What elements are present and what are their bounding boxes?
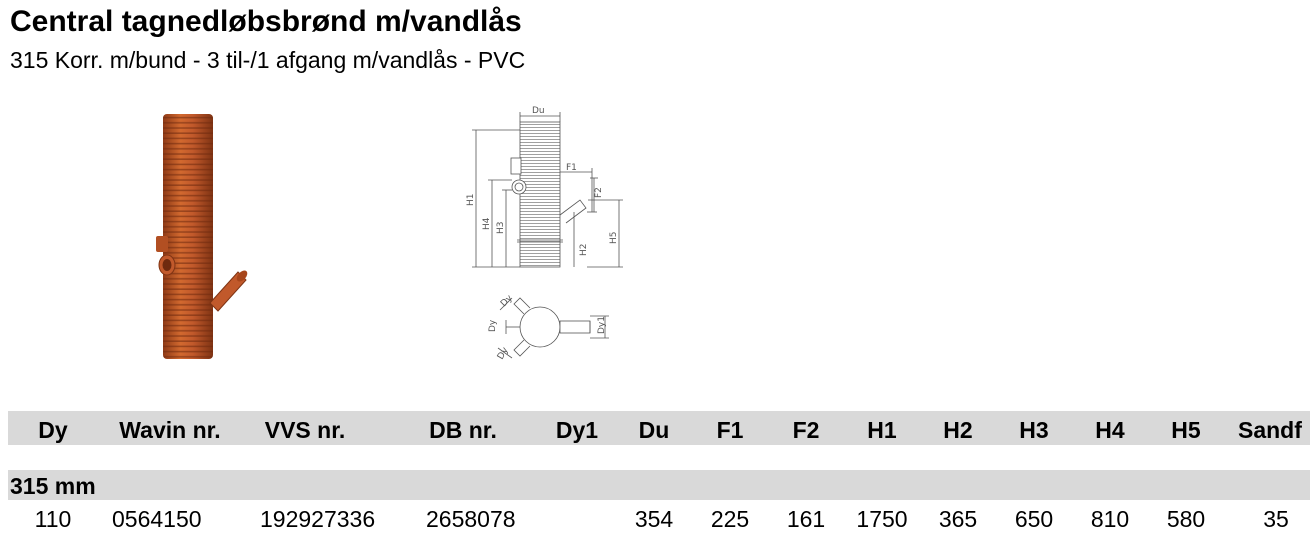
dim-dy1-label: Dy1 bbox=[597, 316, 607, 334]
dim-h4-label: H4 bbox=[482, 217, 492, 230]
col-header-h2: H2 bbox=[943, 417, 973, 443]
dim-h1-label: H1 bbox=[466, 194, 476, 207]
col-header-h1: H1 bbox=[867, 417, 897, 443]
col-header-wavin: Wavin nr. bbox=[119, 417, 221, 443]
cell-du: 354 bbox=[634, 506, 674, 532]
cell-f1: 225 bbox=[710, 506, 750, 532]
page-title: Central tagnedløbsbrønd m/vandlås bbox=[10, 5, 522, 38]
col-header-f2: F2 bbox=[792, 417, 820, 443]
cell-h5: 580 bbox=[1166, 506, 1206, 532]
cell-wavin: 0564150 bbox=[112, 506, 202, 532]
dim-h5-label: H5 bbox=[609, 232, 619, 245]
col-header-dy1: Dy1 bbox=[555, 417, 599, 443]
dim-du-label: Du bbox=[532, 106, 545, 116]
technical-drawing: Du F1 F2 H1 H2 H3 H4 H5 Dy Dy Dy Dy1 bbox=[466, 106, 623, 362]
cell-vvs: 192927336 bbox=[260, 506, 376, 532]
product-photo bbox=[156, 114, 248, 359]
table-group-band bbox=[8, 470, 1310, 500]
dim-f1-label: F1 bbox=[566, 163, 577, 173]
dim-dy-left-label: Dy bbox=[488, 319, 498, 332]
col-header-h4: H4 bbox=[1095, 417, 1125, 443]
cell-h2: 365 bbox=[938, 506, 978, 532]
col-header-h3: H3 bbox=[1019, 417, 1049, 443]
dim-h3-label: H3 bbox=[496, 222, 506, 235]
cell-h1: 1750 bbox=[856, 506, 908, 532]
dim-dy-top-label: Dy bbox=[499, 293, 515, 309]
dim-h2-label: H2 bbox=[579, 244, 589, 257]
col-header-h5: H5 bbox=[1171, 417, 1201, 443]
table-group-label: 315 mm bbox=[10, 473, 96, 499]
cell-h4: 810 bbox=[1090, 506, 1130, 532]
cell-h3: 650 bbox=[1014, 506, 1054, 532]
col-header-sandf: Sandf bbox=[1238, 417, 1302, 443]
table-header-band bbox=[8, 411, 1310, 445]
col-header-du: Du bbox=[638, 417, 670, 443]
col-header-dy: Dy bbox=[38, 417, 68, 443]
col-header-vvs: VVS nr. bbox=[264, 417, 346, 443]
cell-dy: 110 bbox=[34, 506, 72, 532]
cell-db: 2658078 bbox=[426, 506, 516, 532]
dim-f2-label: F2 bbox=[594, 187, 604, 198]
cell-f2: 161 bbox=[786, 506, 826, 532]
cell-sandf: 35 bbox=[1263, 506, 1289, 532]
page-subtitle: 315 Korr. m/bund - 3 til-/1 afgang m/van… bbox=[10, 47, 526, 73]
col-header-db: DB nr. bbox=[429, 417, 497, 443]
col-header-f1: F1 bbox=[716, 417, 744, 443]
